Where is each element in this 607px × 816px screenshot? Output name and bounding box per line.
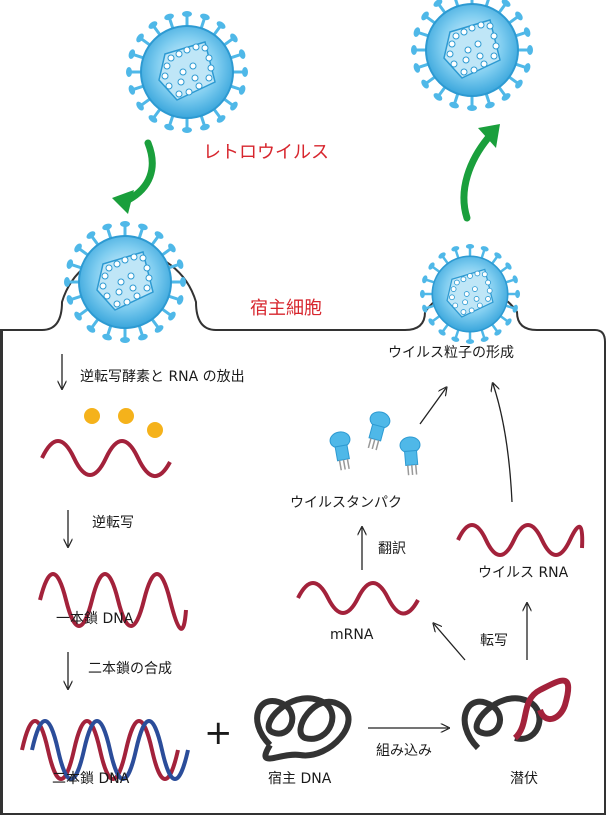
label-assembly: ウイルス粒子の形成	[388, 345, 514, 361]
label-viral-rna: ウイルス RNA	[478, 565, 569, 581]
enzyme-dot	[84, 408, 100, 424]
viral-protein	[329, 431, 351, 471]
label-ssdna: 一本鎖 DNA	[56, 611, 134, 627]
arrow-transcription	[434, 624, 466, 661]
label-transcription: 転写	[480, 633, 508, 649]
label-retrovirus: レトロウイルス	[203, 142, 329, 163]
arrow-rna-assembly	[493, 384, 513, 503]
arrow-protein-assembly	[419, 388, 446, 425]
label-reverse-transcription: 逆転写	[92, 515, 134, 531]
virus-budding	[418, 242, 522, 346]
label-synthesis: 二本鎖の合成	[88, 661, 172, 677]
enzyme-dot	[147, 422, 163, 438]
virus-outgoing	[409, 0, 535, 113]
label-host-cell: 宿主細胞	[250, 298, 322, 319]
viral-protein	[399, 436, 421, 476]
dsdna-strand-blue	[30, 719, 190, 781]
label-integration: 組み込み	[376, 743, 432, 759]
viral-rna-wave	[40, 439, 172, 478]
label-translation: 翻訳	[378, 541, 406, 557]
label-viral-protein: ウイルスタンパク	[290, 495, 402, 511]
virus-incoming	[124, 9, 250, 135]
host-dna-tangle	[254, 695, 352, 762]
label-release: 逆転写酵素と RNA の放出	[80, 369, 245, 385]
label-latency: 潜伏	[510, 771, 538, 787]
label-mrna: mRNA	[330, 627, 374, 643]
label-host-dna: 宿主 DNA	[268, 771, 332, 787]
mrna-wave	[296, 581, 420, 616]
ssdna-wave	[38, 572, 188, 631]
exit-arrow	[460, 134, 492, 222]
viral-rna-out-wave	[456, 523, 585, 557]
label-dsdna: 二本鎖 DNA	[52, 771, 130, 787]
viral-protein	[367, 411, 391, 451]
dsdna-strand-red	[20, 719, 180, 781]
label-plus: +	[204, 713, 233, 753]
latent-provirus	[512, 677, 572, 741]
virus-entering	[62, 219, 188, 345]
enzyme-dot	[118, 408, 134, 424]
entry-arrow	[124, 139, 156, 204]
